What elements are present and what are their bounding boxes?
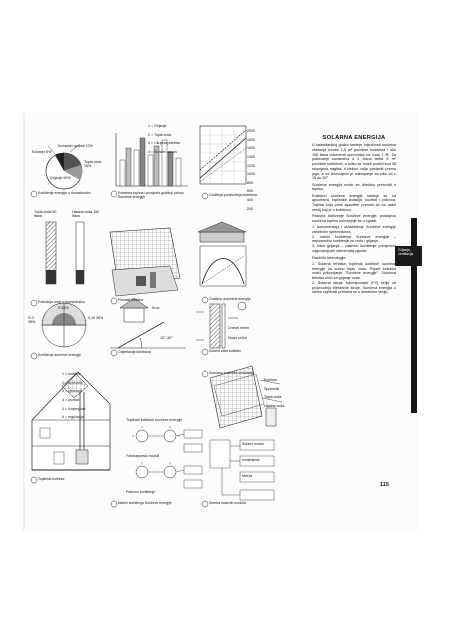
fig7-compass xyxy=(41,302,87,348)
fig4-label-hot: Topla voda 50 litara xyxy=(34,210,57,219)
fig3-ytick: 1200 xyxy=(247,163,255,168)
list-item: 3. izbor grijanja – pasivno korištenje p… xyxy=(312,244,396,253)
fig4-label-cold: Hladna voda 150 litara xyxy=(72,210,100,219)
fig6-house-curve xyxy=(197,221,247,287)
paragraph: Pasivno dobivanje Sunčeve energije: post… xyxy=(312,214,396,223)
fig12-label-passive: Pasivno korištenje xyxy=(126,490,156,494)
fig10-legend: 1 = kolektor 2 = spremnik 3 = cjevovod 4… xyxy=(62,368,108,424)
fig1-pie-chart xyxy=(45,143,83,190)
fig11-label: Hladna voda xyxy=(264,404,285,409)
paragraph: Sunčeva energija može se direktno pretvo… xyxy=(312,182,396,192)
fig13-module-flow xyxy=(209,439,275,501)
fig3-ytick: 600 xyxy=(247,189,253,194)
fig7-caption: Korištenje sunčeve energije xyxy=(38,353,81,357)
fig3-ytick: 1800 xyxy=(247,137,255,142)
fig1-label-appliances: Kućanski aparati 10% xyxy=(58,144,93,149)
fig7-label-sw: S-W 38% xyxy=(88,316,104,320)
fig12-label-thermal: Toplinski kolektori sunčeve energije xyxy=(126,418,183,422)
fig10-legend-item: 1 = kolektor xyxy=(62,372,81,377)
list-item: 2. Solarna struja: fotonaponske (FV) ćel… xyxy=(312,280,396,295)
fig2-bar-chart xyxy=(115,133,188,187)
fig11-label: Kolektor xyxy=(264,378,278,383)
fig10-legend-item: 6 = regulacija xyxy=(62,415,84,420)
fig3-ytick: 400 xyxy=(247,198,253,203)
fig10-caption: Toplinski kolektor xyxy=(38,477,65,481)
fig13-label-module: Solarni modul xyxy=(242,442,264,446)
fig2-legend-4: 4 = Sunčev prinos xyxy=(148,150,177,155)
fig1-label-heating: Grijanje 69% xyxy=(50,176,71,180)
fig13-label-inverter: Izmjenjivač xyxy=(242,458,260,462)
fig9-wall-collector xyxy=(196,301,247,349)
list-item: 1. Solarna tehnika: toplinski kolektori … xyxy=(312,261,396,280)
fig12-sun-flow-diagram xyxy=(132,426,203,489)
fig10-legend-item: 4 = pumpa xyxy=(62,398,80,403)
fig11-solar-installation xyxy=(209,365,283,429)
fig3-line-graph xyxy=(199,125,247,185)
subheading: Različite tehnologije: xyxy=(312,255,347,260)
page-title: SOLARNA ENERGIJA xyxy=(322,135,386,141)
fig4-water-columns xyxy=(45,221,85,285)
fig10-legend-item: 2 = spremnik xyxy=(62,380,83,385)
fig3-ytick: 1000 xyxy=(247,172,255,177)
fig8-label-roof: Krov xyxy=(152,306,160,310)
fig2-legend-3: 3 = Ukupna potreba xyxy=(148,141,180,146)
fig10-legend-item: 5 = izmjenjivač xyxy=(62,406,86,411)
fig5-caption: Pločasti kolektor xyxy=(118,298,144,302)
fig2-legend: 1 = Grijanje 2 = Topla voda 3 = Ukupna p… xyxy=(148,120,193,159)
fig13-label-grid: Mreža xyxy=(242,474,252,478)
fig2-caption: Potrebna toplina i prosječni godišnji pr… xyxy=(118,191,184,199)
fig8-roof-angle xyxy=(110,297,186,349)
fig8-caption: Orijentacija kolektora xyxy=(118,350,151,354)
page-number: 115 xyxy=(380,482,389,488)
fig10-house-section xyxy=(31,371,111,471)
fig4-caption: Potrošnja vode u domaćinstvu xyxy=(38,300,85,304)
fig6-caption: Grafikon dobivene energije xyxy=(209,297,251,301)
fig5-collector-photo xyxy=(109,227,181,297)
fig11-labels: Kolektor Spremnik Topla voda Hladna voda xyxy=(264,374,300,413)
body-text-column: SOLARNA ENERGIJA U kalendarskoj godini s… xyxy=(312,135,396,295)
fig11-label: Spremnik xyxy=(264,386,280,391)
fig9-label-day: Dnevni režim xyxy=(228,326,249,330)
fig9-label-night: Noćni režim xyxy=(228,336,247,340)
fig12-caption: Načini korištenja Sunčeve energije xyxy=(118,501,172,505)
paragraph: Kolektori sunčeve energije sastoje se od… xyxy=(312,193,396,212)
section-tab: Grijanje, ventilacija xyxy=(395,246,422,266)
fig1-labels: Kućanski aparati 10% xyxy=(58,140,94,149)
fig12-label-pv: Fotonaponski moduli xyxy=(126,454,160,458)
fig11-label: Topla voda xyxy=(264,395,282,400)
fig3-ytick: 2000 xyxy=(247,129,255,134)
fig3-ytick: 800 xyxy=(247,180,253,185)
fig10-legend-item: 3 = cjevovod xyxy=(62,389,83,394)
fig3-ytick: 200 xyxy=(247,206,253,211)
fig11-caption: Sunčana toplinska instalacija xyxy=(209,371,254,375)
side-bar xyxy=(411,218,417,413)
fig7-label-se: S-O 38% xyxy=(28,316,36,325)
list-item: 1. koncentracija i skladištenje Sunčeve … xyxy=(312,225,396,234)
fig13-caption: Shema solarnih modula xyxy=(209,501,246,505)
fig8-label-angle: 15°–30° xyxy=(160,336,173,340)
fig2-legend-2: 2 = Topla voda xyxy=(148,132,172,137)
fig1-label-hot-water: Topla voda 15% xyxy=(84,160,102,169)
fig2-legend-1: 1 = Grijanje xyxy=(148,124,167,129)
paragraph: U kalendarskoj godini srednje vrijednost… xyxy=(312,143,396,181)
fig7-label-s: S 58% xyxy=(58,306,69,310)
list-b: 1. Solarna tehnika: toplinski kolektori … xyxy=(312,262,396,295)
fig3-yticks: 2000 1800 1600 1400 1200 1000 800 600 40… xyxy=(247,125,261,215)
fig3-ytick: 1600 xyxy=(247,146,255,151)
list-item: 2. načini korištenja Sunčeve energije – … xyxy=(312,234,396,244)
fig3-caption: Godišnja proizvodnja kolektora xyxy=(209,193,257,197)
fig1-caption: Korištenje energije u domaćinstvu xyxy=(38,191,91,195)
fig1-label-cooking: Kuhanje 6% xyxy=(32,150,52,154)
fig9-caption: Solarni zidni kolektor xyxy=(209,349,242,353)
list-a: 1. koncentracija i skladištenje Sunčeve … xyxy=(312,225,396,254)
fig3-ytick: 1400 xyxy=(247,155,255,160)
